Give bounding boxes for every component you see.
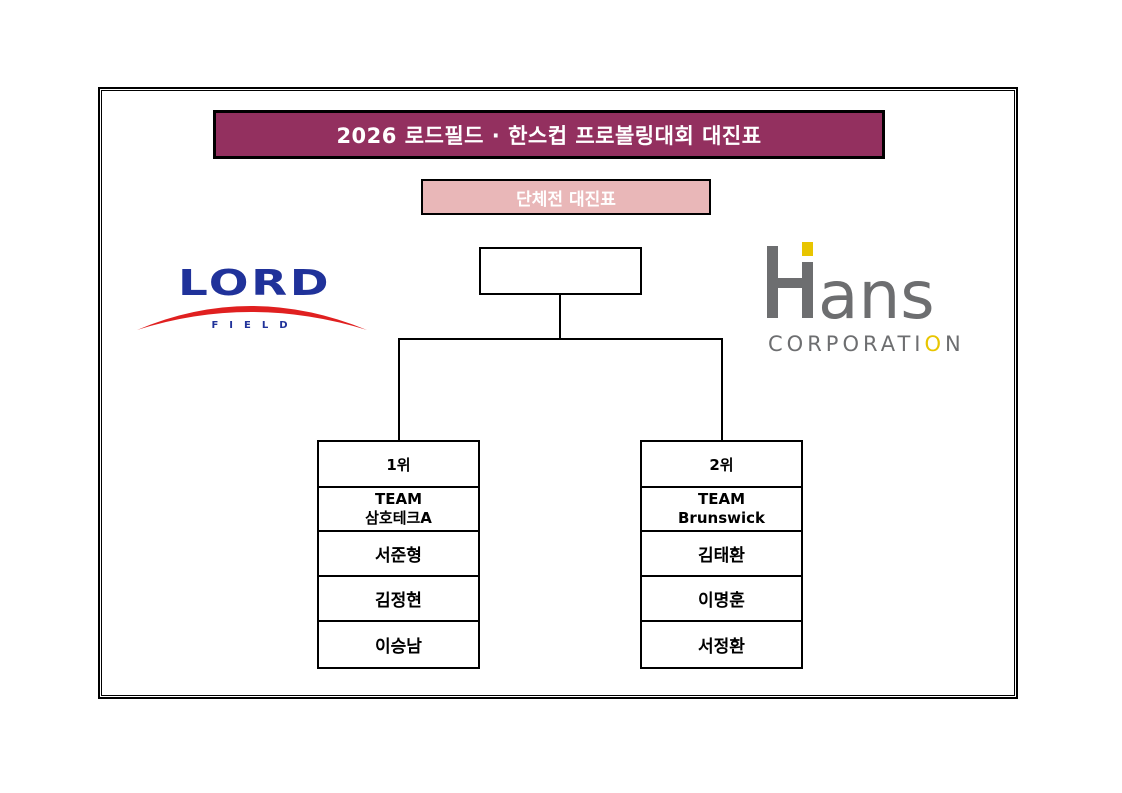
team-name: TEAM Brunswick [642, 488, 801, 532]
svg-text:ans: ans [818, 257, 935, 334]
svg-text:LORD: LORD [178, 262, 331, 304]
bracket-line-stem [559, 295, 561, 340]
player-name: 이명훈 [642, 577, 801, 622]
team-name-line1: TEAM [697, 490, 745, 508]
final-winner-box [479, 247, 642, 295]
lord-field-logo: LORD FIELD [135, 261, 375, 334]
team-name-line1: TEAM [374, 490, 422, 508]
player-name: 서준형 [319, 532, 478, 577]
svg-text:CORPORATION: CORPORATION [768, 332, 965, 356]
bracket-line-right [721, 338, 723, 441]
inner-frame [101, 90, 1015, 696]
player-name: 김정현 [319, 577, 478, 622]
player-name: 서정환 [698, 637, 745, 657]
subtitle-badge: 단체전 대진표 [421, 179, 711, 215]
rank-label: 2위 [642, 442, 801, 488]
outer-frame [98, 87, 1018, 699]
title-bar: 2026 로드필드 · 한스컵 프로볼링대회 대진표 [213, 110, 885, 159]
svg-text:FIELD: FIELD [211, 320, 298, 331]
rank-label: 1위 [319, 442, 478, 488]
team-column-2: 2위 TEAM Brunswick 김태환 이명훈 서정환 [640, 440, 803, 669]
page-title: 2026 로드필드 · 한스컵 프로볼링대회 대진표 [216, 113, 882, 156]
team-name-line2: 삼호테크A [365, 509, 432, 527]
bracket-line-horizontal [398, 338, 723, 340]
player-name: 김태환 [642, 532, 801, 577]
bracket-line-left [398, 338, 400, 441]
team-name: TEAM 삼호테크A [319, 488, 478, 532]
player-name: 이승남 [375, 637, 422, 657]
team-name-line2: Brunswick [678, 509, 765, 527]
team-column-1: 1위 TEAM 삼호테크A 서준형 김정현 이승남 [317, 440, 480, 669]
hans-corporation-logo: ans CORPORATION [760, 238, 975, 356]
